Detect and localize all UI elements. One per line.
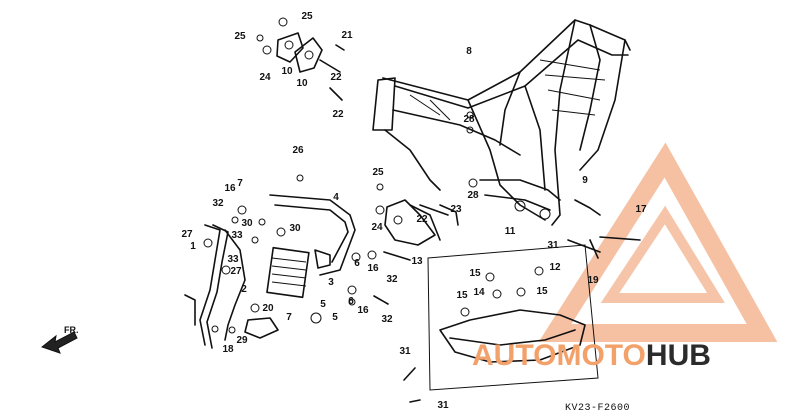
part-label-p16a: 16 <box>224 183 236 194</box>
part-label-p15a: 15 <box>469 268 481 279</box>
part-label-p31c: 31 <box>437 400 449 411</box>
part-label-p28b: 28 <box>467 190 479 201</box>
part-label-p14: 14 <box>473 287 485 298</box>
front-direction-label: FR. <box>64 325 79 335</box>
watermark-logo <box>538 142 778 342</box>
part-label-p19: 19 <box>587 275 599 286</box>
part-label-p6b: 6 <box>348 296 354 307</box>
center-bracket-assembly <box>296 126 478 261</box>
part-label-p12: 12 <box>549 262 561 273</box>
engine-hanger-brackets <box>256 17 345 101</box>
part-label-p23: 23 <box>450 204 462 215</box>
part-label-p3: 3 <box>328 277 334 288</box>
part-label-p8: 8 <box>466 46 472 57</box>
part-label-p29: 29 <box>236 335 248 346</box>
part-label-p26: 26 <box>292 145 304 156</box>
part-label-p30a: 30 <box>241 218 253 229</box>
part-label-p15b: 15 <box>536 286 548 297</box>
part-label-p22a: 22 <box>330 72 342 83</box>
part-label-p6a: 6 <box>354 258 360 269</box>
part-label-p27a: 27 <box>181 229 193 240</box>
part-label-p22b: 22 <box>332 109 344 120</box>
part-label-p17: 17 <box>635 204 647 215</box>
part-label-p25a: 25 <box>301 11 313 22</box>
part-label-p20: 20 <box>262 303 274 314</box>
part-label-p5b: 5 <box>332 312 338 323</box>
part-label-p16b: 16 <box>367 263 379 274</box>
part-label-p32a: 32 <box>212 198 224 209</box>
part-label-p27b: 27 <box>230 266 242 277</box>
part-label-p22c: 22 <box>416 214 428 225</box>
part-label-p11: 11 <box>505 226 516 237</box>
part-label-p25c: 25 <box>372 167 384 178</box>
part-label-p25b: 25 <box>234 31 246 42</box>
oil-cooler-assembly <box>184 194 389 349</box>
part-label-p18: 18 <box>222 344 234 355</box>
part-label-p4: 4 <box>333 192 339 203</box>
front-direction-arrow-icon <box>40 331 78 354</box>
part-label-p30b: 30 <box>289 223 301 234</box>
part-label-p33b: 33 <box>227 254 239 265</box>
part-label-p5a: 5 <box>320 299 326 310</box>
part-label-p10b: 10 <box>296 78 308 89</box>
part-label-p7b: 7 <box>286 312 292 323</box>
main-frame <box>372 19 631 226</box>
watermark-text: AUTOMOTOHUB <box>472 339 711 372</box>
part-label-p31b: 31 <box>399 346 411 357</box>
part-label-p24a: 24 <box>259 72 271 83</box>
part-label-p28a: 28 <box>463 114 475 125</box>
drawing-code: KV23-F2600 <box>565 403 630 414</box>
part-label-p10a: 10 <box>281 66 293 77</box>
part-label-p13: 13 <box>411 256 423 267</box>
part-label-p31a: 31 <box>547 240 559 251</box>
part-label-p9: 9 <box>582 175 588 186</box>
part-label-p32b: 32 <box>386 274 398 285</box>
part-label-p33a: 33 <box>231 230 243 241</box>
part-label-p24b: 24 <box>371 222 383 233</box>
skid-plate-group <box>403 199 641 403</box>
part-label-p2: 2 <box>241 284 247 295</box>
watermark-text-hub: HUB <box>646 339 711 372</box>
part-label-p7a: 7 <box>237 178 243 189</box>
part-label-p15c: 15 <box>456 290 468 301</box>
watermark-text-automoto: AUTOMOTO <box>472 339 646 372</box>
part-label-p21: 21 <box>341 30 353 41</box>
part-label-p32c: 32 <box>381 314 393 325</box>
part-label-p16c: 16 <box>357 305 369 316</box>
part-label-p1: 1 <box>190 241 196 252</box>
